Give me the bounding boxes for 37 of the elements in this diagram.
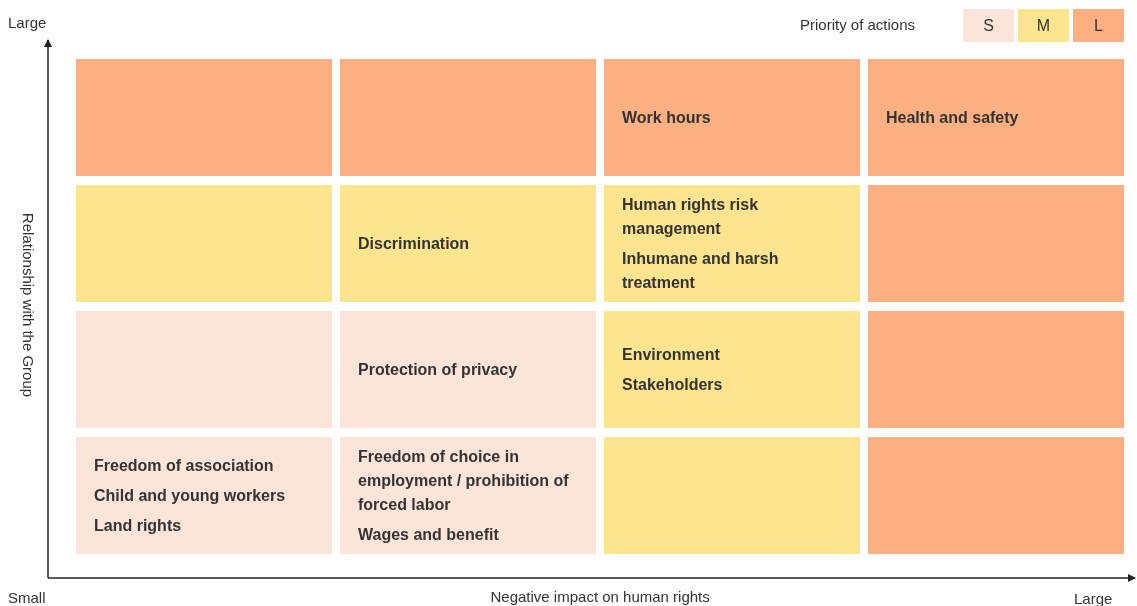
axis-title: Negative impact on human rights — [490, 588, 710, 605]
matrix-cell — [340, 311, 596, 428]
matrix-cell — [76, 437, 332, 554]
matrix-cell — [76, 311, 332, 428]
cell-text: Protection of privacy — [358, 359, 519, 380]
cell-text: Freedom of choice in employment / prohibition of forced labor — [358, 446, 570, 515]
matrix-cell — [340, 59, 596, 176]
cell-text: Inhumane and harsh treatment — [622, 248, 780, 293]
matrix-cell — [340, 437, 596, 554]
axis-end-label: Large — [8, 14, 47, 31]
cell-text: Discrimination — [358, 233, 471, 254]
cell-text: Land rights — [94, 515, 183, 536]
cell-text: Human rights risk management — [622, 194, 760, 239]
legend-title: Priority of actions — [800, 16, 916, 33]
cell-text: Stakeholders — [622, 374, 724, 395]
matrix-cell — [868, 311, 1124, 428]
axis-end-label: Small — [8, 589, 46, 606]
matrix-cell — [604, 59, 860, 176]
legend-swatch: L — [1073, 9, 1124, 42]
matrix-cell — [604, 437, 860, 554]
cell-text: Wages and benefit — [358, 524, 500, 545]
cell-text: Environment — [622, 344, 721, 365]
matrix-cell — [76, 59, 332, 176]
matrix-cell — [868, 59, 1124, 176]
matrix-cell — [868, 185, 1124, 302]
legend-swatch: S — [963, 9, 1014, 42]
axis-title: Relationship with the Group — [19, 212, 37, 398]
cell-text: Health and safety — [886, 107, 1020, 128]
matrix-cell — [76, 185, 332, 302]
cell-text: Work hours — [622, 107, 712, 128]
matrix-cell — [604, 311, 860, 428]
matrix-cell — [340, 185, 596, 302]
cell-text: Child and young workers — [94, 485, 287, 506]
matrix-cell — [868, 437, 1124, 554]
legend-swatch: M — [1018, 9, 1069, 42]
cell-text: Freedom of association — [94, 455, 275, 476]
matrix-cell — [604, 185, 860, 302]
